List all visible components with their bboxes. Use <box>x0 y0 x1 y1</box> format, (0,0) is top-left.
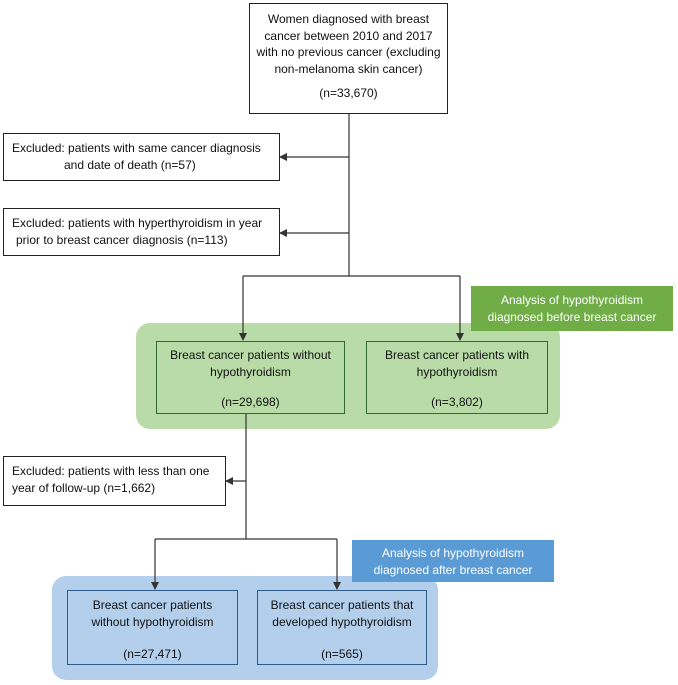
exclusion-hyperthyroidism-box: Excluded: patients with hyperthyroidism … <box>3 208 280 256</box>
cohort-line: Women diagnosed with breast <box>267 12 430 26</box>
exclusion-line: Excluded: patients with less than one <box>12 464 210 478</box>
box-line: hypothyroidism <box>416 364 498 379</box>
box-line: Breast cancer patients that <box>270 598 414 612</box>
cohort-line: with no previous cancer (excluding <box>256 45 441 59</box>
cohort-line: cancer between 2010 and 2017 <box>264 28 433 43</box>
analysis-after-label: Analysis of hypothyroidism diagnosed aft… <box>352 540 554 582</box>
box-count: (n=3,802) <box>431 395 483 409</box>
after-developed-hypothyroidism-box: Breast cancer patients that developed hy… <box>257 590 427 665</box>
label-line: diagnosed after breast cancer <box>373 562 533 577</box>
without-hypothyroidism-box: Breast cancer patients without hypothyro… <box>156 341 345 414</box>
label-line: Analysis of hypothyroidism <box>381 546 525 560</box>
exclusion-line: Excluded: patients with same cancer diag… <box>12 141 261 155</box>
exclusion-line: Excluded: patients with hyperthyroidism … <box>12 216 263 230</box>
cohort-line: non-melanoma skin cancer) <box>274 61 423 76</box>
box-line: hypothyroidism <box>210 364 291 379</box>
box-line: Breast cancer patients <box>92 598 213 612</box>
cohort-count: (n=33,670) <box>319 86 378 100</box>
box-line: Breast cancer patients with <box>384 348 530 362</box>
with-hypothyroidism-box: Breast cancer patients with hypothyroidi… <box>366 341 548 414</box>
label-line: diagnosed before breast cancer <box>487 309 657 324</box>
box-line: developed hypothyroidism <box>272 614 412 629</box>
box-count: (n=565) <box>321 647 363 661</box>
box-line: Breast cancer patients without <box>170 348 331 362</box>
initial-cohort-box: Women diagnosed with breast cancer betwe… <box>249 3 448 114</box>
exclusion-line: and date of death (n=57) <box>64 157 196 172</box>
analysis-before-label: Analysis of hypothyroidism diagnosed bef… <box>471 286 673 331</box>
box-line: without hypothyroidism <box>91 614 214 629</box>
exclusion-line: year of follow-up (n=1,662) <box>12 480 156 495</box>
exclusion-line: prior to breast cancer diagnosis (n=113) <box>16 232 228 247</box>
exclusion-same-date-box: Excluded: patients with same cancer diag… <box>3 133 280 181</box>
box-count: (n=29,698) <box>221 395 280 409</box>
after-without-hypothyroidism-box: Breast cancer patients without hypothyro… <box>67 590 238 665</box>
box-count: (n=27,471) <box>123 647 182 661</box>
label-line: Analysis of hypothyroidism <box>500 293 644 307</box>
exclusion-follow-up-box: Excluded: patients with less than one ye… <box>3 456 226 506</box>
